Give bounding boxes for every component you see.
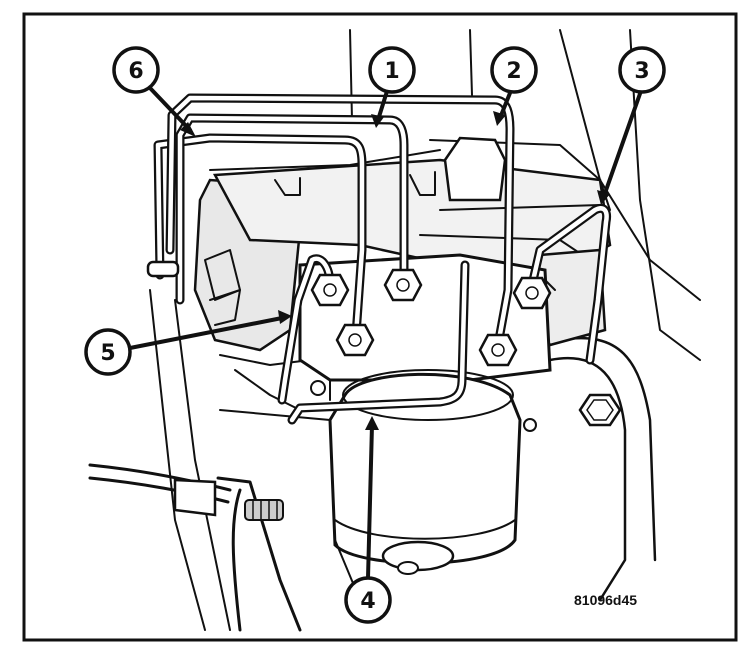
- callout-5: 5: [84, 328, 132, 376]
- callout-2: 2: [490, 46, 538, 94]
- callout-label: 4: [360, 589, 375, 614]
- pump-motor: [328, 369, 522, 575]
- fitting-nut: [512, 276, 552, 310]
- fitting-nut: [383, 268, 423, 302]
- callout-1: 1: [368, 46, 416, 94]
- callout-label: 6: [128, 59, 143, 84]
- callout-label: 3: [634, 59, 649, 84]
- lower-bracket-and-stud: [88, 409, 361, 632]
- callout-label: 2: [506, 59, 521, 84]
- callout-4: 4: [344, 576, 392, 624]
- brake-tubes: [146, 93, 612, 425]
- tube-fittings: [310, 268, 552, 367]
- fitting-nut: [310, 273, 350, 307]
- callout-6: 6: [112, 46, 160, 94]
- callout-label: 5: [100, 341, 115, 366]
- fitting-nut: [478, 333, 518, 367]
- figure-code: 81096d45: [574, 592, 637, 608]
- mounting-bolt: [578, 393, 622, 427]
- callout-3: 3: [618, 46, 666, 94]
- leader-lines: [128, 86, 644, 580]
- callout-label: 1: [384, 59, 399, 84]
- fitting-nut: [335, 323, 375, 357]
